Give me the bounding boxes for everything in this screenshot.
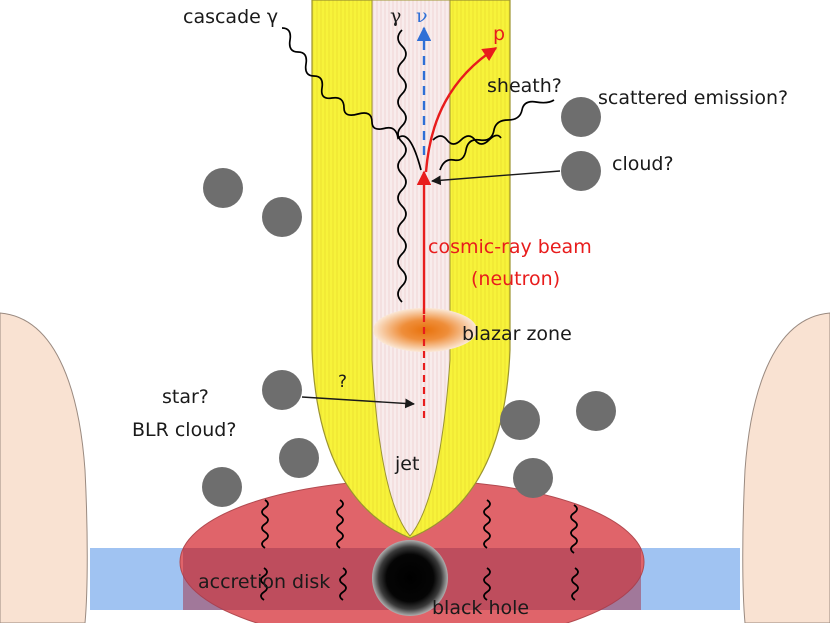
cloud-arrow xyxy=(431,170,561,186)
label-accretion-disk: accretion disk xyxy=(198,571,330,593)
label-black-hole: black hole xyxy=(432,597,529,619)
cascade-gamma-wave xyxy=(281,27,422,171)
label-question: ? xyxy=(338,372,347,392)
disk-wave-1 xyxy=(261,499,269,549)
label-neutron: (neutron) xyxy=(471,268,560,290)
label-jet: jet xyxy=(394,453,419,475)
label-cosmic-ray-beam: cosmic-ray beam xyxy=(428,236,592,258)
disk-wave-6 xyxy=(339,567,347,601)
label-star: star? xyxy=(162,386,209,408)
disk-wave-4 xyxy=(570,504,578,554)
disk-wave-5 xyxy=(260,567,268,601)
cloud-1 xyxy=(203,168,243,208)
disk-wave-2 xyxy=(336,499,344,549)
proton-arrow xyxy=(424,46,498,173)
cloud-7 xyxy=(576,391,616,431)
disk-wave-3 xyxy=(483,499,491,549)
label-gamma: γ xyxy=(390,5,401,27)
torus-right xyxy=(742,312,830,623)
cloud-3 xyxy=(561,97,601,137)
label-p: p xyxy=(493,23,505,45)
cloud-5 xyxy=(262,370,302,410)
label-blr-cloud: BLR cloud? xyxy=(132,419,236,441)
label-nu: ν xyxy=(416,5,428,27)
cloud-4 xyxy=(561,151,601,191)
cloud-9 xyxy=(202,467,242,507)
black-hole-shape xyxy=(372,540,448,616)
cloud-6 xyxy=(500,400,540,440)
star-arrow xyxy=(301,396,415,409)
label-blazar-zone: blazar zone xyxy=(462,323,572,345)
label-scattered-emission: scattered emission? xyxy=(598,87,788,109)
cloud-10 xyxy=(513,458,553,498)
scattered-wave xyxy=(439,99,555,171)
disk-wave-7 xyxy=(483,567,491,601)
label-sheath: sheath? xyxy=(487,75,562,97)
cloud-8 xyxy=(279,438,319,478)
label-cascade-gamma: cascade γ xyxy=(183,6,278,28)
disk-wave-8 xyxy=(571,567,579,601)
torus-left xyxy=(0,312,88,623)
label-cloud: cloud? xyxy=(612,153,674,175)
cloud-2 xyxy=(262,197,302,237)
jet-gamma-wave xyxy=(397,29,407,303)
